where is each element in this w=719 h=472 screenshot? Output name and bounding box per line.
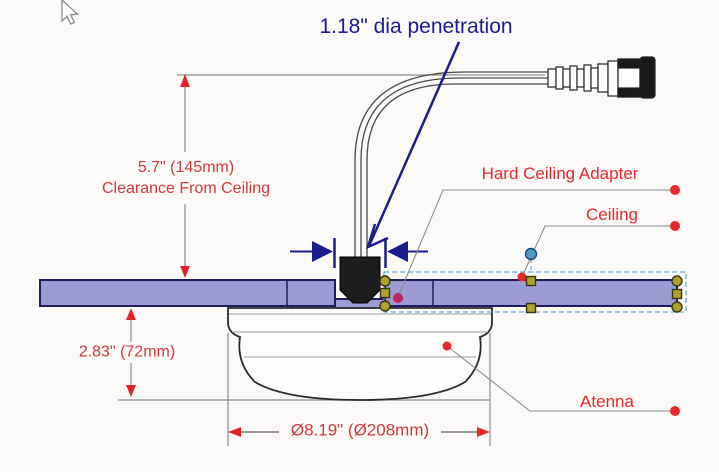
ceiling-slab-left[interactable] [39,279,336,307]
dome-ridge-lines [229,313,491,358]
cable-line-outer [354,71,548,258]
dimension-height[interactable] [126,308,136,397]
coax-cable[interactable] [354,71,548,258]
adapter-label-dot [670,185,680,195]
connector-collar [547,68,557,88]
ceiling-label[interactable]: Ceiling [586,205,638,224]
connector-ring-top [617,58,641,69]
dome-outline [227,307,493,401]
adapter-leader [397,189,672,298]
dimension-diameter[interactable] [228,427,490,437]
penetration-arrowhead [366,223,389,250]
extension-lines [118,74,545,446]
connector-end-cap [639,56,656,99]
selection-box[interactable] [379,247,687,314]
selection-handle-mid-right[interactable] [671,288,683,300]
selection-handle-mid-left[interactable] [379,287,391,299]
clearance-value: 5.7" (145mm) [137,159,235,176]
clearance-caption: Clearance From Ceiling [101,180,271,197]
selection-handle-bottom-right[interactable] [671,301,683,313]
height-arrow-up [126,308,136,320]
adapter-target-dot [393,293,403,303]
dimension-clearance[interactable] [180,74,190,278]
ceiling-target-dot [517,272,527,282]
diameter-dimension-text[interactable]: Ø8.19" (Ø208mm) [290,420,430,440]
antenna-target-dot [442,341,452,351]
penetration-annotation [290,41,461,268]
clearance-dimension-text[interactable]: 5.7" (145mm) Clearance From Ceiling [102,157,270,199]
rf-connector[interactable] [547,56,656,99]
selection-handle-mid-bottom[interactable] [525,302,537,314]
antenna-dome[interactable] [227,307,493,401]
diameter-arrow-left [228,427,241,437]
width-arrow-right [384,238,428,268]
selection-handle-bottom-left[interactable] [379,300,391,312]
penetration-leader-line [367,41,461,247]
leader-dots [393,185,680,416]
height-dimension-text[interactable]: 2.83" (72mm) [78,343,176,361]
penetration-title[interactable]: 1.18" dia penetration [319,15,513,38]
selection-handle-top-left[interactable] [379,275,391,287]
antenna-label-dot [670,406,680,416]
cable-line-inner [366,83,548,258]
selection-handle-mid-top[interactable] [525,275,537,287]
antenna-label[interactable]: Atenna [580,392,634,411]
ceiling-leader [521,225,671,278]
hard-ceiling-adapter-label[interactable]: Hard Ceiling Adapter [481,164,639,183]
height-arrow-down [126,385,136,397]
connector-hex [607,60,619,97]
connector-crimp-ribs [555,63,609,93]
clearance-arrow-down [180,266,190,278]
clearance-arrow-up [180,74,190,87]
mouse-cursor-icon [61,0,80,25]
antenna-leader [446,345,671,412]
connector-ring-bottom [617,87,641,98]
diameter-arrow-right [477,427,490,437]
rotation-handle[interactable] [524,247,538,261]
selection-handle-top-right[interactable] [671,275,683,287]
adapter-block[interactable] [339,256,381,304]
width-arrow-left [290,238,336,268]
cable-line-middle [360,77,548,258]
ceiling-label-dot [670,221,680,231]
